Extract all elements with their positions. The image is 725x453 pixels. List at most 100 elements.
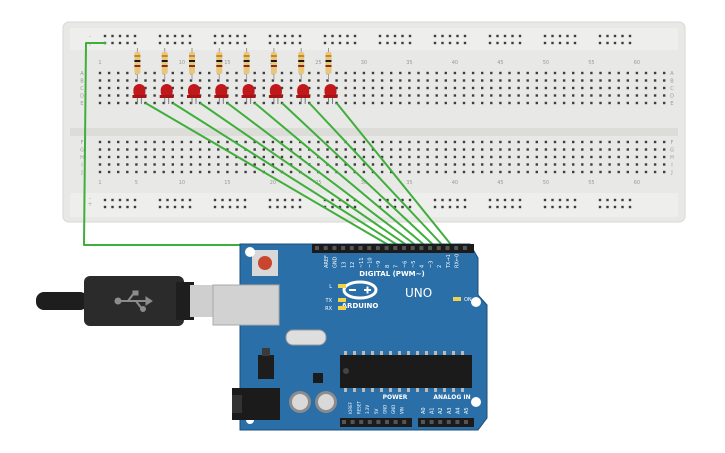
column-number: 55 [588,60,594,66]
analog-pin-label: A0 [421,407,427,414]
column-number: 35 [406,180,412,186]
digital-pin-label: TX→1 [446,254,452,269]
digital-pin-label: ~10 [368,257,374,268]
rail-sign: - [89,33,91,40]
column-number: 25 [315,60,321,66]
led[interactable] [268,84,283,104]
digital-pin-label: ~5 [411,261,417,268]
wires [83,42,454,248]
power-pin-label: IOREF [348,401,353,414]
column-number: 40 [452,180,458,186]
digital-label: DIGITAL (PWM~) [359,270,424,278]
column-number: 10 [179,180,185,186]
power-label: POWER [383,394,408,401]
column-number: 50 [543,180,549,186]
capacitors [289,391,337,413]
analog-header [418,418,474,427]
resistor[interactable] [216,48,223,80]
column-number: 60 [634,180,640,186]
crystal [285,329,327,346]
analog-pin-label: A3 [447,407,453,414]
digital-pin-label: ~9 [376,261,382,268]
row-letter: E [670,101,673,107]
power-pin-label: RESET [357,401,362,414]
usb-icon [114,290,153,312]
resistor[interactable] [161,48,168,80]
analog-pin-label: A5 [464,407,470,414]
arduino-logo [342,280,378,300]
led[interactable] [296,84,311,104]
digital-pin-label: AREF [324,255,330,268]
row-letter: G [80,148,84,154]
power-pin-label: 5V [374,408,379,414]
resistor[interactable] [243,48,250,80]
resistor[interactable] [189,48,195,80]
row-letter: F [81,140,84,146]
row-letter: A [670,71,674,77]
row-letter: B [670,79,674,85]
resistor[interactable] [270,48,277,80]
signal-wire[interactable] [254,102,428,248]
digital-pin-label: 8 [385,265,391,268]
resistor[interactable] [134,48,141,80]
power-pin-label: GND [391,405,396,414]
rail-sign: + [87,41,92,48]
led[interactable] [132,84,147,104]
column-number: 5 [135,180,138,186]
led[interactable] [214,84,229,104]
row-letter: A [80,71,84,77]
column-number: 25 [315,180,321,186]
column-number: 15 [224,180,230,186]
digital-pin-label: 13 [341,262,347,268]
row-letter: J [80,170,82,176]
column-number: 15 [224,60,230,66]
column-number: 60 [634,60,640,66]
led-label-rx: RX [325,306,332,312]
led[interactable] [187,84,201,104]
digital-pin-label: 12 [350,262,356,268]
digital-pins [315,246,467,250]
row-letter: I [81,163,82,169]
digital-pin-label: ~3 [428,261,434,268]
digital-pin-label: ~6 [402,261,408,268]
led[interactable] [241,84,256,104]
digital-pin-label: RX←0 [455,254,461,268]
signal-wire[interactable] [199,102,410,248]
digital-pin-label: GND [333,256,339,268]
row-letter: G [670,148,674,154]
column-number: 45 [497,60,503,66]
onboard-leds [338,284,461,310]
reset-button[interactable] [258,256,272,270]
rail-sign: + [87,201,92,208]
on-label: ON [464,297,472,303]
led[interactable] [159,84,174,104]
power-pin-label: GND [382,405,387,414]
signal-wire[interactable] [144,102,393,248]
parts [132,48,338,104]
arduino-model: UNO [405,286,432,300]
signal-wire[interactable] [335,102,454,248]
resistor[interactable] [325,48,332,80]
signal-wire[interactable] [281,102,437,248]
row-letter: H [80,155,84,161]
row-letter: I [671,163,672,169]
analog-pin-label: A2 [438,407,444,414]
resistor[interactable] [298,48,305,80]
column-number: 20 [270,180,276,186]
digital-pin-label: 2 [437,265,443,268]
signal-wire[interactable] [308,102,445,248]
led[interactable] [323,84,338,104]
breadboard[interactable]: AABBCCDDEEFFGGHHIIJJ11551010151520202525… [62,21,686,223]
rail-sign: - [89,195,91,202]
analog-label: ANALOG IN [433,394,470,401]
arduino-brand: ARDUINO [342,302,379,310]
ground-wire[interactable] [83,42,335,246]
signal-wire[interactable] [226,102,419,248]
signal-wire[interactable] [172,102,402,248]
row-letter: B [80,79,84,85]
atmega-chip [340,355,472,388]
column-number: 10 [179,60,185,66]
